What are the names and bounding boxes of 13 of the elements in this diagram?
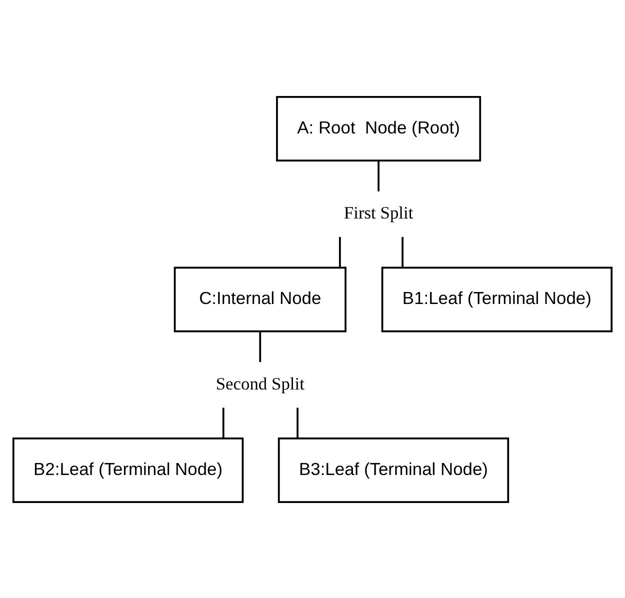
connector bbox=[222, 407, 224, 438]
connector bbox=[402, 236, 404, 268]
connector bbox=[338, 236, 341, 268]
node-box: B1:Leaf (Terminal Node) bbox=[381, 266, 613, 332]
node-box: B2:Leaf (Terminal Node) bbox=[12, 437, 244, 502]
connector bbox=[259, 330, 262, 362]
connector bbox=[296, 407, 298, 438]
node-text: First Split bbox=[344, 202, 414, 222]
node-box: B3:Leaf (Terminal Node) bbox=[278, 437, 510, 502]
node-text: Second Split bbox=[216, 372, 304, 393]
node-box: A: Root Node (Root) bbox=[276, 96, 482, 161]
node-box: C:Internal Node bbox=[174, 266, 346, 332]
connector bbox=[378, 160, 380, 191]
